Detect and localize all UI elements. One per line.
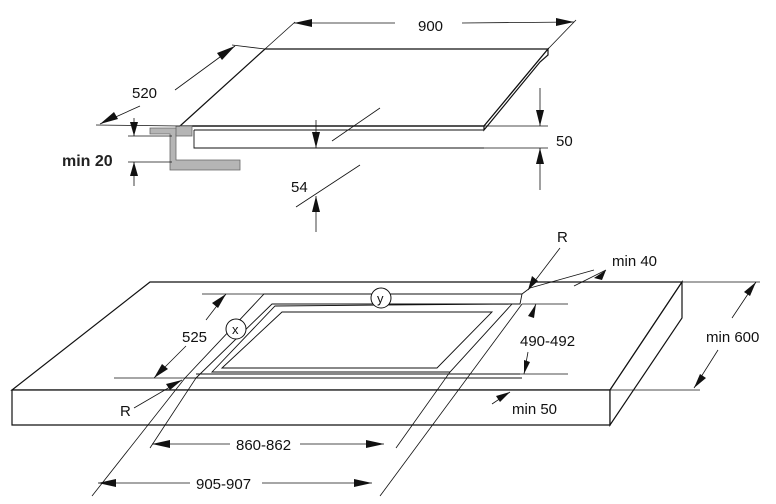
dim-520-arrow-bottom xyxy=(100,112,118,124)
dim-490-arrow-top xyxy=(528,304,536,318)
corner-radius-label-bottom: R xyxy=(120,403,131,420)
radius-arrow-top xyxy=(528,276,538,290)
radius-arrow-bottom xyxy=(166,380,182,390)
y-marker-label: y xyxy=(377,291,384,306)
hob-right-edge xyxy=(483,47,549,132)
cutout-inner-width-label: 860-862 xyxy=(236,437,291,454)
dim-50-arrow-top xyxy=(536,110,544,126)
front-min-label: min 50 xyxy=(512,401,557,418)
dim-min20-arrow-top xyxy=(130,122,138,136)
dim-905-ext-right xyxy=(379,303,523,497)
dim-905-arrow-left xyxy=(98,479,116,487)
dim-860-ext-left xyxy=(149,377,197,449)
dim-520-ext-top xyxy=(231,44,266,50)
dim-860-ext-right xyxy=(395,371,451,449)
dim-900-arrow-right xyxy=(556,18,574,26)
hob-top-surface xyxy=(178,48,550,127)
bracket-top xyxy=(175,125,193,137)
hob-depth-label: 520 xyxy=(132,85,157,102)
dim-50-arrow-bottom xyxy=(536,148,544,164)
dim-860-arrow-left xyxy=(152,440,170,448)
cutout-depth-range-label: 490-492 xyxy=(520,333,575,350)
dim-min600-arrow-bottom xyxy=(694,374,706,388)
hob-drawing: 900 520 50 54 min 20 xyxy=(62,18,577,232)
cutout-inner-outline xyxy=(210,303,514,373)
dim-520-arrow-top xyxy=(217,46,235,60)
cutout-outer-width-label: 905-907 xyxy=(196,476,251,493)
dim-min40-line xyxy=(573,269,607,287)
dim-860-arrow-right xyxy=(366,440,384,448)
dim-525-arrow-bottom xyxy=(154,364,168,378)
dim-525-arrow-top xyxy=(212,294,226,308)
dim-905-ext-left xyxy=(91,377,186,497)
dim-900-ext-left xyxy=(264,21,296,50)
dim-min20-arrow-bottom xyxy=(130,162,138,176)
dim-min40-ext xyxy=(529,269,595,289)
dim-54-diag-upper xyxy=(331,107,381,142)
cutout-depth-label: 525 xyxy=(182,329,207,346)
worktop-depth-label: min 600 xyxy=(706,329,759,346)
worktop-drawing: y x R R min 40 525 490-492 xyxy=(10,229,760,497)
dim-905-arrow-right xyxy=(354,479,372,487)
corner-radius-label-top: R xyxy=(557,229,568,246)
dim-min50-arrow xyxy=(496,392,510,402)
min-worktop-label: min 20 xyxy=(62,153,113,170)
x-marker-circle xyxy=(225,318,247,340)
hob-clearance-label: 54 xyxy=(291,179,308,196)
y-marker-circle xyxy=(370,287,392,309)
dim-54-diag-lower xyxy=(295,164,361,208)
worktop-bracket xyxy=(149,127,241,171)
back-min-label: min 40 xyxy=(612,253,657,270)
dim-900-arrow-left xyxy=(294,19,312,27)
dim-520-ext-bottom xyxy=(95,124,181,127)
dim-min600-arrow-top xyxy=(744,282,756,296)
dim-900-ext-right xyxy=(547,19,577,50)
worktop-right-face xyxy=(609,280,683,427)
hob-width-label: 900 xyxy=(418,18,443,35)
dim-900-line-right xyxy=(461,21,575,24)
x-marker-label: x xyxy=(232,322,239,337)
hob-body-outline xyxy=(193,130,484,149)
cutout-opening xyxy=(220,311,494,369)
dim-min40-arrow xyxy=(594,270,606,280)
dim-54-arrow-top xyxy=(312,132,320,148)
dim-54-arrow-bottom xyxy=(312,196,320,212)
hob-height-label: 50 xyxy=(556,133,573,150)
dim-490-arrow-bottom xyxy=(524,360,530,374)
